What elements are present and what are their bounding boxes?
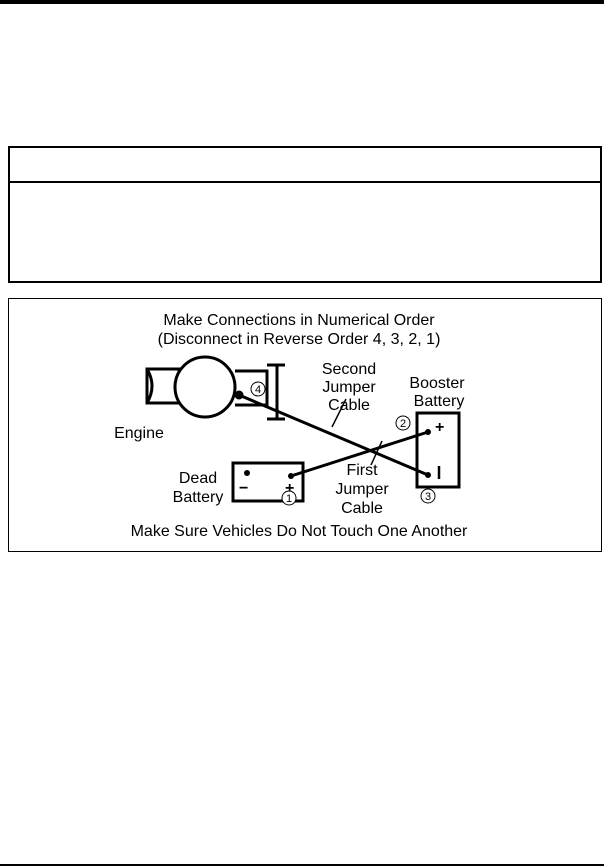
dead-battery-minus-sign: − [239,480,248,497]
dead-battery-plus-sign: + [285,480,294,497]
step-3-marker [420,488,436,504]
bottom-rule [0,864,604,866]
engine-illustration [145,355,285,421]
step-1-number: 1 [286,493,292,505]
dead-battery-label-line2: Battery [173,489,224,506]
second-jumper-cable [238,393,429,477]
step-2-marker [395,415,411,431]
figure-title-line1: Make Connections in Numerical Order [163,312,435,329]
second-cable-pointer [331,398,347,428]
engine-label: Engine [114,425,164,442]
second-cable-label-line1: Second [322,361,376,378]
warning-box [8,146,602,283]
booster-battery-label-line2: Battery [414,393,465,410]
jump-start-figure: Make Connections in Numerical Order (Dis… [8,298,602,552]
second-cable-label-line2: Jumper [322,379,376,396]
booster-battery-illustration: + [415,411,461,489]
dead-battery-label-line1: Dead [179,470,217,487]
step-3-number: 3 [425,491,431,503]
first-jumper-cable [290,430,429,478]
first-cable-label-line2: Jumper [335,481,389,498]
second-cable-label-line3: Cable [328,397,370,414]
step-1-marker [281,490,297,506]
first-cable-pointer [370,440,383,466]
jump-start-diagram: Make Connections in Numerical Order (Dis… [114,312,468,540]
booster-battery-plus-sign: + [435,419,444,436]
step-4-number: 4 [255,384,261,396]
step-4-marker [250,381,266,397]
warning-header [10,148,600,183]
first-cable-label-line3: Cable [341,500,383,517]
booster-battery-label-line1: Booster [409,375,465,392]
first-cable-label-line1: First [346,462,378,479]
figure-title-line2: (Disconnect in Reverse Order 4, 3, 2, 1) [158,331,441,348]
step-2-number: 2 [400,418,406,430]
figure-caption: Make Sure Vehicles Do Not Touch One Anot… [131,523,468,540]
top-rule [0,0,604,4]
